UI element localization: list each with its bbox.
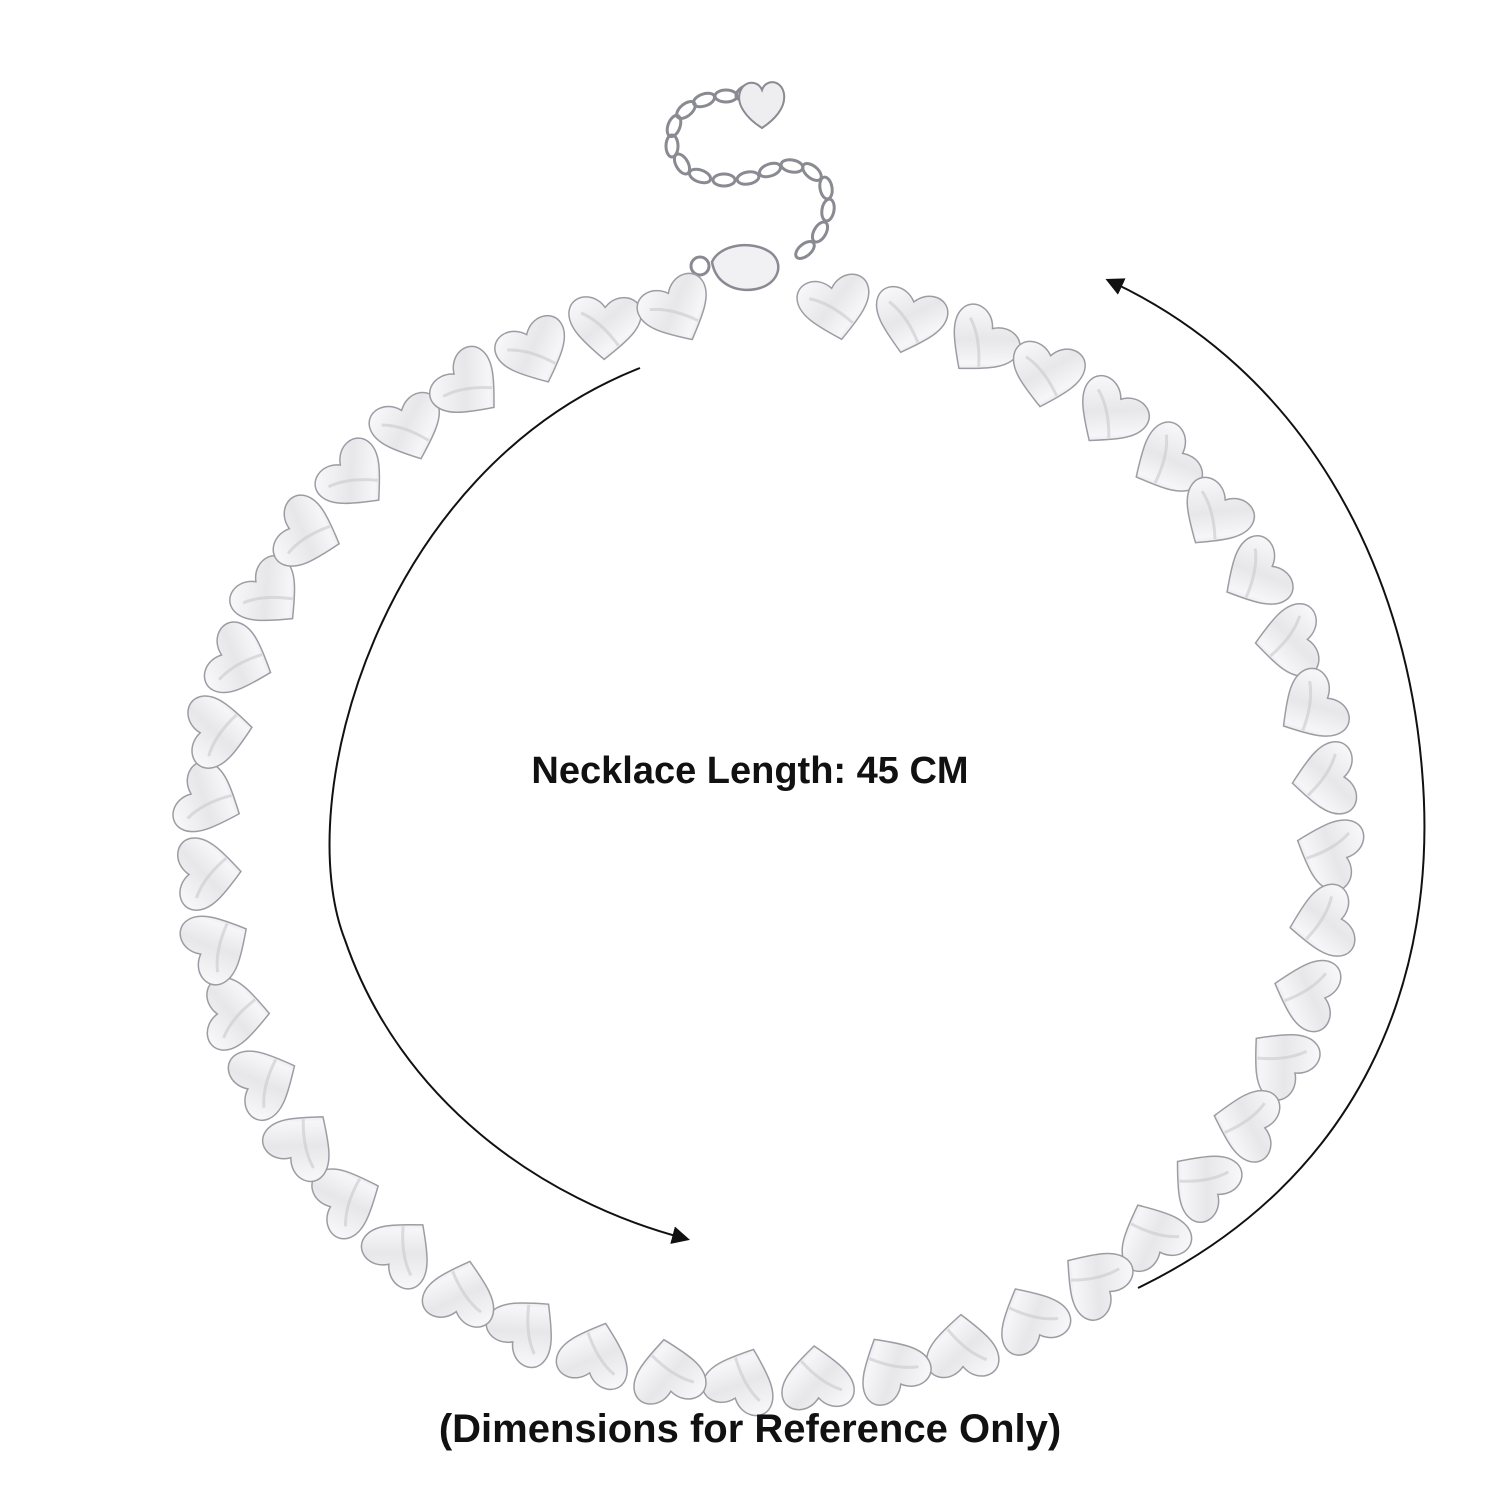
heart-bead [1186, 476, 1255, 544]
heart-bead [636, 272, 707, 341]
heart-bead [206, 977, 271, 1051]
heart-bead [1213, 1089, 1281, 1163]
heart-bead [1254, 603, 1320, 677]
chain-link [735, 170, 761, 186]
lobster-clasp [710, 244, 780, 292]
heart-bead [1296, 819, 1365, 892]
heart-bead [781, 1345, 855, 1411]
necklace-length-label: Necklace Length: 45 CM [531, 750, 969, 792]
heart-bead [187, 695, 253, 769]
heart-bead [421, 1260, 495, 1328]
extender-chain [664, 81, 836, 292]
heart-bead [1001, 1288, 1072, 1356]
chain-link [810, 220, 830, 244]
chain-link [818, 175, 834, 201]
heart-bead [314, 437, 381, 505]
heart-bead [796, 273, 870, 341]
heart-bead [1067, 1252, 1134, 1321]
heart-bead [494, 314, 566, 383]
heart-tag [738, 81, 786, 130]
heart-bead [1282, 667, 1350, 737]
chain-link [757, 161, 783, 179]
heart-bead [262, 1116, 330, 1183]
heart-bead [862, 1338, 932, 1406]
heart-bead [1291, 741, 1358, 815]
heart-bead [179, 915, 248, 986]
heart-bead [485, 1302, 552, 1369]
heart-bead [177, 837, 242, 911]
heart-bead [203, 621, 272, 694]
heart-bead [925, 1313, 1000, 1379]
heart-bead [368, 391, 441, 460]
heart-bead [1135, 421, 1204, 492]
jump-ring [689, 255, 711, 277]
chain-link [664, 133, 680, 159]
heart-bead [1082, 375, 1150, 442]
heart-bead [172, 760, 241, 833]
heart-bead [227, 1050, 296, 1122]
chain-link [779, 158, 805, 174]
chain-link [801, 162, 823, 182]
heart-bead [311, 1168, 380, 1240]
heart-bead [229, 554, 296, 622]
right-measure-arrow [1105, 278, 1426, 1289]
heart-bead [1012, 340, 1086, 408]
heart-bead [633, 1338, 707, 1405]
heart-bead [555, 1322, 628, 1391]
chain-link [691, 91, 717, 109]
dimensions-disclaimer: (Dimensions for Reference Only) [438, 1407, 1062, 1451]
heart-bead [1289, 883, 1356, 957]
heart-bead [701, 1348, 774, 1417]
chain-link [713, 88, 739, 104]
chain-link [711, 172, 737, 188]
heart-bead [1121, 1204, 1193, 1273]
chain-link [794, 240, 816, 260]
heart-bead [1274, 959, 1342, 1033]
heart-bead [272, 494, 341, 567]
heart-bead [1226, 534, 1294, 605]
heart-bead [1176, 1155, 1243, 1223]
chain-link [820, 197, 836, 223]
heart-bead [360, 1223, 428, 1290]
chain-link [687, 167, 713, 185]
left-measure-arrow [328, 367, 690, 1244]
bead-strand [172, 272, 1365, 1417]
heart-bead [875, 286, 949, 354]
heart-bead [428, 345, 495, 413]
heart-bead [1254, 1033, 1321, 1101]
heart-bead [568, 296, 642, 361]
heart-bead [953, 303, 1021, 370]
